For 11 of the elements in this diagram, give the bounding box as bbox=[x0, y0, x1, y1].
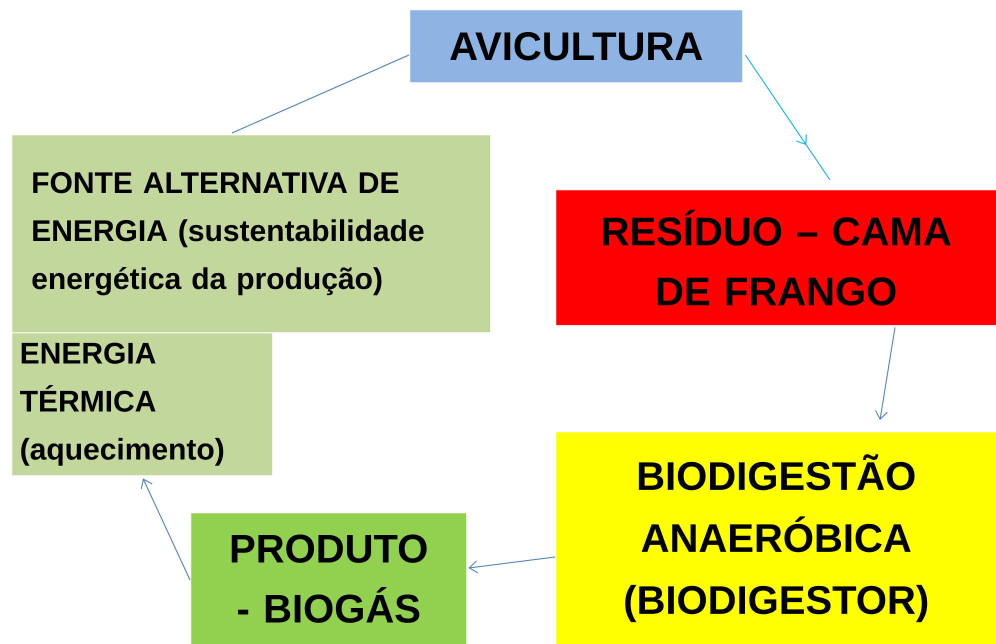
step-box: ENERGIA TÉRMICA (aquecimento) bbox=[12, 333, 272, 476]
arrow bbox=[140, 478, 190, 580]
step-box: PRODUTO - BIOGÁS bbox=[191, 513, 466, 644]
node-label: FONTE ALTERNATIVA DE ENERGIA (sustentabilidade energética da produção) bbox=[32, 172, 424, 296]
arrow bbox=[468, 556, 556, 574]
step-box: AVICULTURA bbox=[410, 10, 742, 82]
node-label: ENERGIA TÉRMICA (aquecimento) bbox=[20, 342, 224, 466]
step-box: BIODIGESTÃO ANAERÓBICA (BIODIGESTOR) bbox=[556, 432, 996, 644]
connector-line bbox=[232, 54, 410, 134]
arrow bbox=[875, 326, 896, 420]
step-box: RESÍDUO – CAMA DE FRANGO bbox=[556, 190, 996, 326]
